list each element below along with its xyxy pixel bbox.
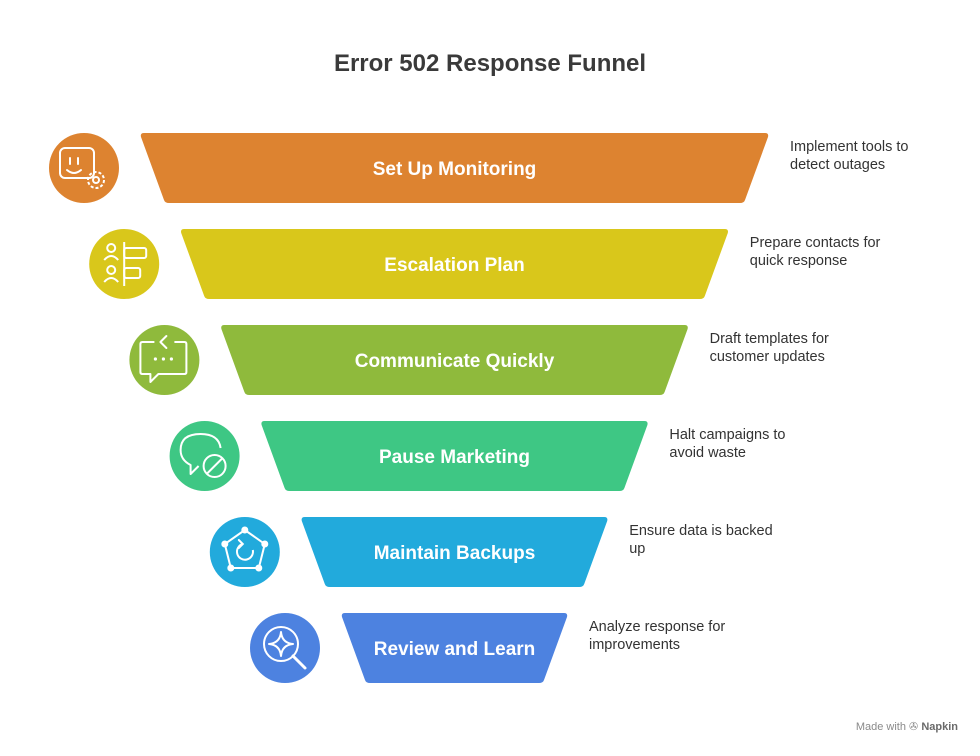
- stage-description: Ensure data is backed up: [629, 523, 773, 557]
- stage-description: Draft templates for customer updates: [709, 331, 829, 365]
- funnel-band: [301, 517, 608, 587]
- stage-description: Implement tools to detect outages: [790, 139, 909, 173]
- funnel-band-label: Set Up Monitoring: [373, 159, 537, 180]
- backup-network-icon: [209, 517, 280, 587]
- stage-description: Analyze response for improvements: [589, 619, 726, 653]
- funnel-band: [221, 325, 688, 395]
- funnel-stage: Set Up Monitoring: [140, 133, 769, 203]
- stage-description: Halt campaigns to avoid waste: [669, 427, 786, 461]
- footer-brand: Napkin: [921, 721, 958, 733]
- funnel-stage: Maintain Backups: [301, 517, 608, 587]
- chat-message-icon: [129, 325, 200, 395]
- diagram-title: Error 502 Response Funnel: [333, 50, 647, 77]
- monitoring-gear-icon: [49, 133, 119, 203]
- funnel-band: [140, 133, 769, 203]
- magnify-sparkle-icon: [250, 613, 320, 683]
- funnel-band-label: Maintain Backups: [374, 543, 536, 564]
- funnel-band: [341, 613, 568, 683]
- funnel-stage: Pause Marketing: [261, 421, 648, 491]
- footer-credit: Made with ✇ Napkin: [856, 720, 958, 733]
- napkin-logo-icon: ✇: [909, 721, 919, 733]
- funnel-stage: Escalation Plan: [181, 229, 728, 299]
- funnel-band: [261, 421, 648, 491]
- stage-description: Prepare contacts for quick response: [749, 235, 881, 269]
- funnel-band-label: Review and Learn: [374, 639, 536, 660]
- speech-blocked-icon: [169, 421, 240, 491]
- funnel-band-label: Escalation Plan: [384, 255, 524, 276]
- funnel-band-label: Pause Marketing: [379, 447, 530, 468]
- footer-made-with: Made with: [855, 721, 906, 733]
- funnel-band: [181, 229, 728, 299]
- funnel-stage: Review and Learn: [341, 613, 568, 683]
- funnel-stage: Communicate Quickly: [221, 325, 688, 395]
- people-hierarchy-icon: [89, 229, 160, 299]
- funnel-band-label: Communicate Quickly: [355, 351, 555, 372]
